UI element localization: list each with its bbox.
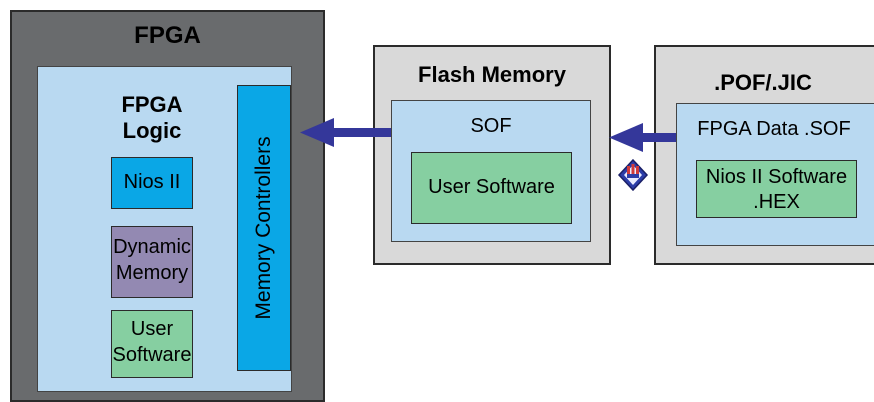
fpga-logic-line2: Logic: [122, 118, 182, 143]
dynamic-memory-line1: Dynamic: [113, 236, 191, 258]
flash-memory-title: Flash Memory: [418, 62, 566, 87]
fpga-logic-line1: FPGA: [121, 92, 183, 117]
nios-ii-software-line2: .HEX: [753, 191, 800, 213]
arrow-flash-to-fpga: [300, 118, 391, 147]
memory-controllers-block: [237, 85, 291, 371]
pof-jic-title: .POF/.JIC: [714, 70, 812, 95]
user-software-line2: Software: [112, 344, 192, 366]
flash-sof-label: SOF: [470, 115, 512, 137]
user-software-block: [111, 310, 193, 378]
dynamic-memory-block: [111, 226, 193, 298]
programmer-icon: [617, 158, 649, 192]
fpga-data-sof-label: FPGA Data .SOF: [697, 118, 851, 140]
fpga-title: FPGA: [134, 22, 201, 49]
user-software-line1: User: [130, 318, 174, 340]
nios-ii-label: Nios II: [123, 171, 181, 193]
dynamic-memory-line2: Memory: [115, 262, 189, 284]
arrow-pof-to-flash: [609, 123, 676, 152]
nios-ii-software-line1: Nios II Software: [705, 166, 848, 188]
nios-ii-block: [111, 157, 193, 209]
flash-user-software-block: [411, 152, 572, 224]
flash-user-software-label: User Software: [428, 176, 555, 198]
nios-ii-software-block: [696, 160, 857, 218]
